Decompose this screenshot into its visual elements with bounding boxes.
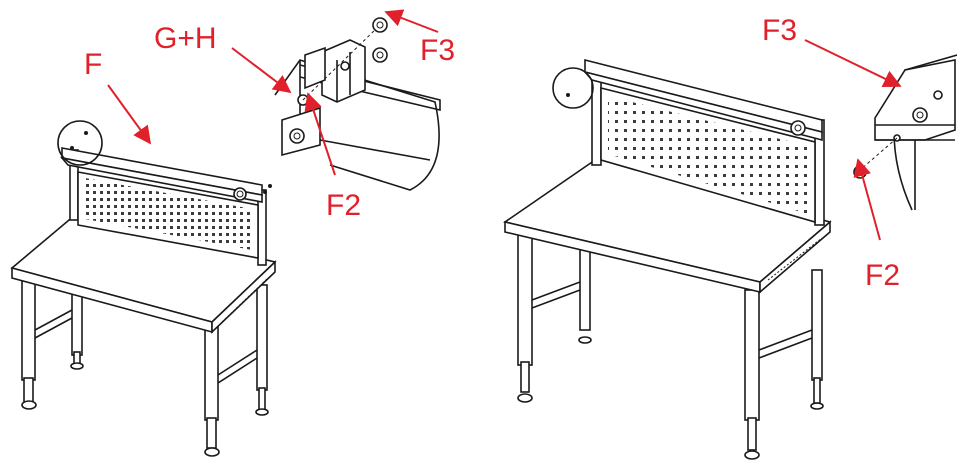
label-f3-left: F3: [420, 34, 455, 67]
arrow-f3-left: [384, 9, 439, 33]
right-bench-pegboard: [600, 86, 816, 224]
label-gh: G+H: [154, 22, 217, 55]
left-workbench: [10, 120, 277, 457]
center-detail-view: [274, 17, 441, 191]
arrow-f: [107, 84, 152, 145]
arrow-f2-left: [304, 92, 336, 176]
left-bench-top: [10, 214, 277, 334]
right-bench-legs: [517, 234, 824, 460]
label-f2-left: F2: [326, 189, 361, 222]
right-detail-circle: [552, 67, 594, 109]
arrow-f3-right: [804, 39, 902, 88]
callout-arrows: [107, 9, 902, 241]
left-bench-pegboard: [77, 171, 259, 259]
right-workbench: [503, 58, 832, 460]
label-f3-right: F3: [762, 14, 797, 47]
arrow-gh: [231, 47, 292, 94]
right-bench-top: [503, 157, 832, 294]
arrow-f2-right: [853, 158, 881, 241]
right-detail-view: [853, 54, 957, 211]
label-f: F: [84, 48, 102, 81]
left-detail-circle: [57, 120, 103, 166]
label-f2-right: F2: [865, 259, 900, 292]
